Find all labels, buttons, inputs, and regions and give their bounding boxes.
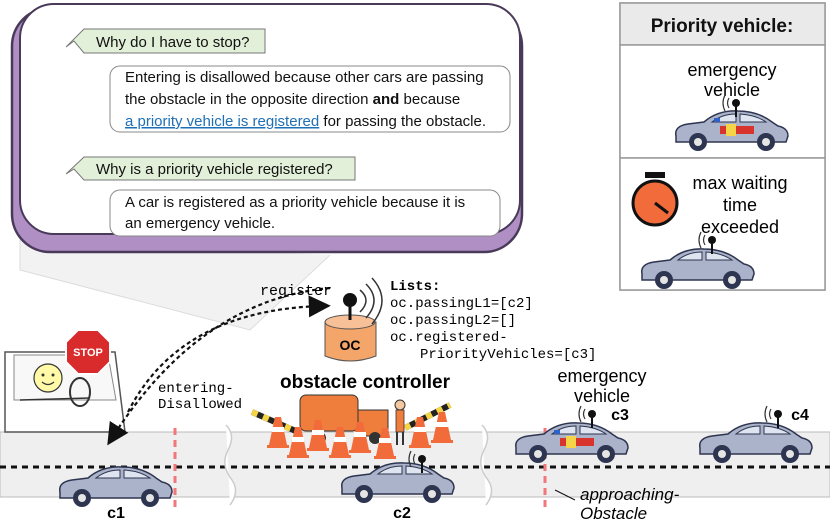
oc-label: OC (340, 337, 361, 353)
car-c2[interactable]: c2 (341, 450, 455, 522)
controller-label: obstacle controller (280, 372, 451, 393)
car-label: c3 (611, 407, 629, 424)
entering-label-1: entering- (158, 381, 234, 397)
emergency-label-1: emergency (557, 366, 646, 386)
panel-title: Priority vehicle: (651, 16, 794, 37)
approaching-label-2: Obstacle (580, 504, 647, 523)
car-c3[interactable]: c3 (515, 405, 629, 464)
emergency-car-icon (675, 110, 789, 152)
answer-line-2: an emergency vehicle. (125, 215, 275, 232)
option2-line2: time (723, 195, 757, 215)
answer-line-1: Entering is disallowed because other car… (125, 69, 484, 86)
obstacle-controller-box: OC (324, 277, 383, 362)
question-text: Why do I have to stop? (96, 34, 249, 51)
answer-line-3: a priority vehicle is registered for pas… (125, 113, 486, 130)
option1-line2: vehicle (704, 80, 760, 100)
timer-icon (631, 172, 679, 227)
answer-why-stop: Entering is disallowed because other car… (109, 65, 511, 133)
priority-vehicle-panel: Priority vehicle: emergency vehicle max … (619, 2, 826, 291)
entering-label-2: Disallowed (158, 397, 242, 413)
lists-panel: Lists: oc.passingL1=[c2] oc.passingL2=[]… (390, 279, 596, 363)
list-line: oc.passingL1=[c2] (390, 296, 533, 312)
approaching-pointer (554, 489, 576, 501)
car-c4[interactable]: c4 (699, 405, 813, 464)
car-c1[interactable]: c1 (59, 466, 173, 522)
list-line: oc.registered- (390, 330, 508, 346)
approaching-label-1: approaching- (580, 485, 680, 504)
car-label: c2 (393, 505, 411, 522)
answer-line-2: the obstacle in the opposite direction a… (125, 91, 460, 108)
question-why-stop[interactable]: Why do I have to stop? (65, 28, 266, 54)
car-label: c1 (107, 505, 125, 522)
list-line: PriorityVehicles=[c3] (420, 347, 596, 363)
option2-line3: exceeded (701, 217, 779, 237)
lists-title: Lists: (390, 279, 440, 295)
obstacle-site (250, 394, 453, 459)
emergency-label-2: vehicle (574, 386, 630, 406)
option2-line1: max waiting (692, 173, 787, 193)
register-arrows: register (107, 283, 332, 446)
list-line: oc.passingL2=[] (390, 313, 516, 329)
register-label: register (260, 283, 332, 300)
priority-registered-link[interactable]: a priority vehicle is registered (125, 113, 319, 130)
stop-label: STOP (73, 347, 103, 359)
answer-why-priority: A car is registered as a priority vehicl… (109, 189, 501, 237)
stop-sign: STOP (65, 329, 111, 375)
question-why-priority[interactable]: Why is a priority vehicle registered? (65, 156, 356, 181)
answer-line-1: A car is registered as a priority vehicl… (125, 194, 465, 211)
option1-line1: emergency (687, 60, 776, 80)
question-text: Why is a priority vehicle registered? (96, 161, 333, 178)
car-label: c4 (791, 407, 809, 424)
